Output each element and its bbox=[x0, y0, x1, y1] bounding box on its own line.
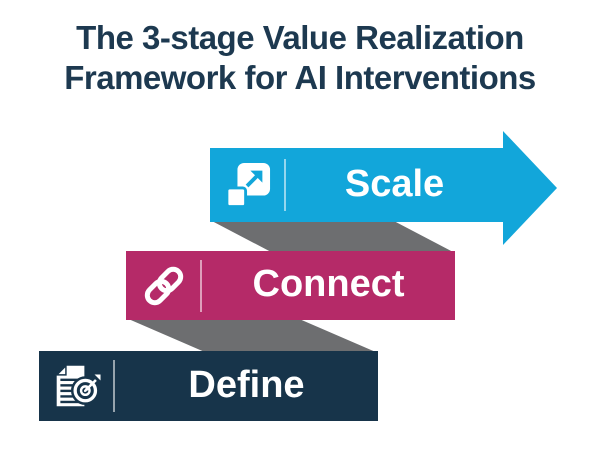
stage-label-scale: Scale bbox=[344, 162, 445, 205]
stage-label-connect: Connect bbox=[252, 263, 405, 305]
stage-banner-scale: Scale bbox=[210, 148, 503, 222]
fold-connect-to-define bbox=[126, 318, 378, 353]
document-target-icon bbox=[53, 362, 101, 410]
expand-icon bbox=[224, 161, 272, 209]
banner-divider bbox=[113, 360, 115, 412]
banner-divider bbox=[200, 259, 202, 312]
page-title-line-1: The 3-stage Value Realization bbox=[76, 19, 524, 56]
stage-banner-connect: Connect bbox=[126, 251, 455, 320]
stage-banner-define: Define bbox=[39, 351, 378, 421]
fold-scale-to-connect bbox=[210, 220, 455, 253]
scale-arrowhead bbox=[503, 131, 557, 245]
page-title-line-2: Framework for AI Interventions bbox=[64, 59, 536, 96]
banner-divider bbox=[284, 159, 286, 211]
stage-label-define: Define bbox=[188, 363, 305, 406]
chain-link-icon bbox=[140, 262, 188, 310]
